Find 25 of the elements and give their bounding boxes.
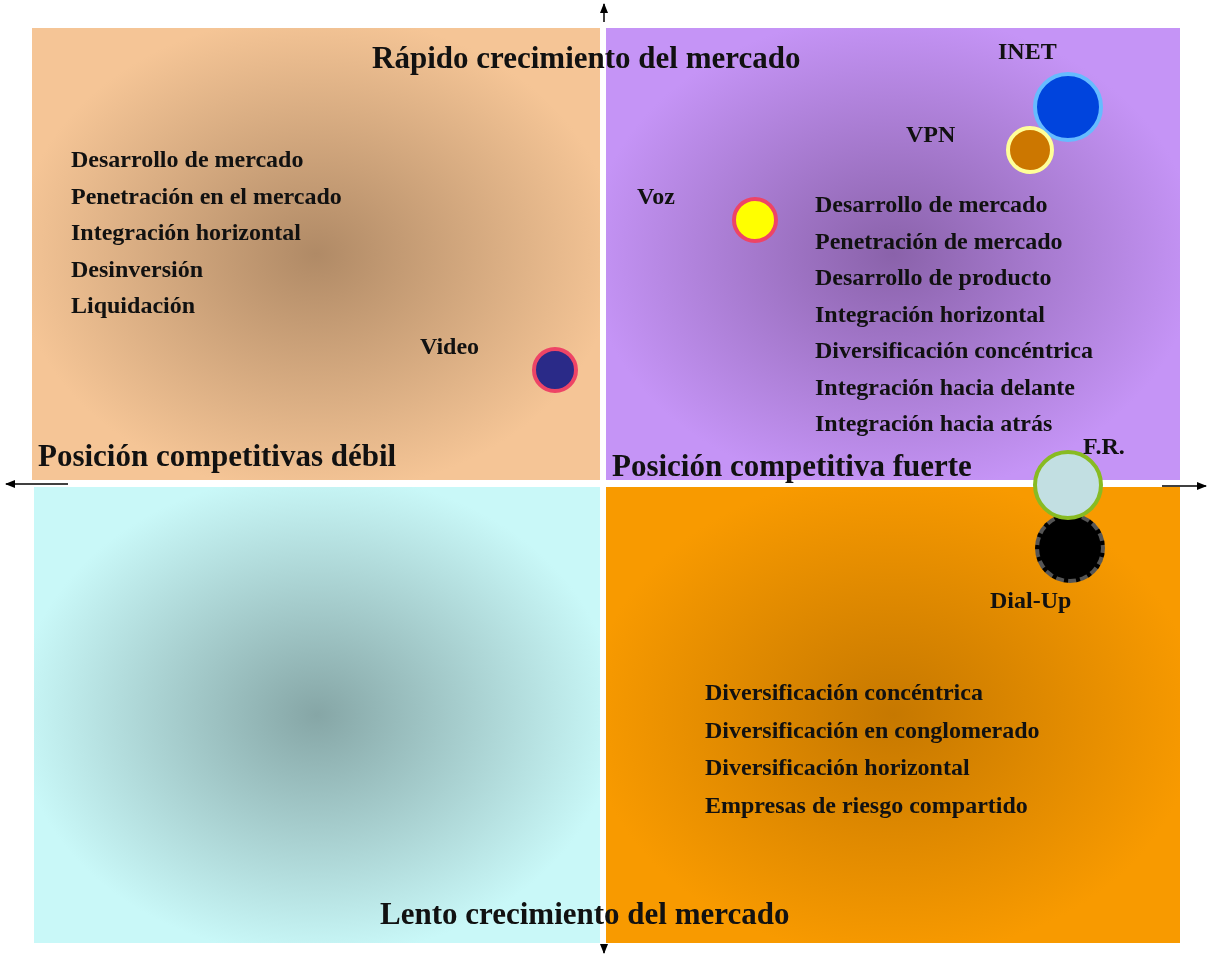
strategy-text: Desinversión bbox=[71, 254, 203, 283]
strategy-text: Diversificación concéntrica bbox=[705, 678, 983, 706]
strategy-text: Integración horizontal bbox=[815, 299, 1045, 328]
strategy-text: Desarrollo de mercado bbox=[71, 145, 304, 173]
strategy-text: Penetración en el mercado bbox=[71, 181, 342, 210]
bubble-label: Voz bbox=[637, 183, 675, 210]
strategy-text: Penetración de mercado bbox=[815, 226, 1063, 255]
bubble-label: Dial-Up bbox=[990, 587, 1072, 614]
strategy-text: Integración hacia atrás bbox=[815, 409, 1053, 437]
strategy-text: Diversificación horizontal bbox=[705, 753, 970, 781]
strategy-text: Liquidación bbox=[71, 291, 196, 319]
strategy-text: Diversificación concéntrica bbox=[815, 336, 1093, 364]
bubble-label: Video bbox=[420, 333, 480, 360]
axis-label: Rápido crecimiento del mercado bbox=[372, 40, 801, 76]
bubble-label: VPN bbox=[906, 121, 956, 148]
bubble-label: INET bbox=[998, 38, 1057, 65]
axis-label: Posición competitiva fuerte bbox=[612, 448, 972, 484]
strategy-text: Empresas de riesgo compartido bbox=[705, 790, 1028, 819]
strategy-text: Integración hacia delante bbox=[815, 372, 1075, 401]
strategy-text: Desarrollo de producto bbox=[815, 263, 1052, 291]
axis-label: Posición competitivas débil bbox=[38, 438, 397, 474]
strategy-text: Integración horizontal bbox=[71, 218, 301, 246]
bubble-label: F.R. bbox=[1083, 433, 1125, 460]
strategy-text: Diversificación en conglomerado bbox=[705, 715, 1040, 744]
strategy-text: Desarrollo de mercado bbox=[815, 190, 1048, 218]
